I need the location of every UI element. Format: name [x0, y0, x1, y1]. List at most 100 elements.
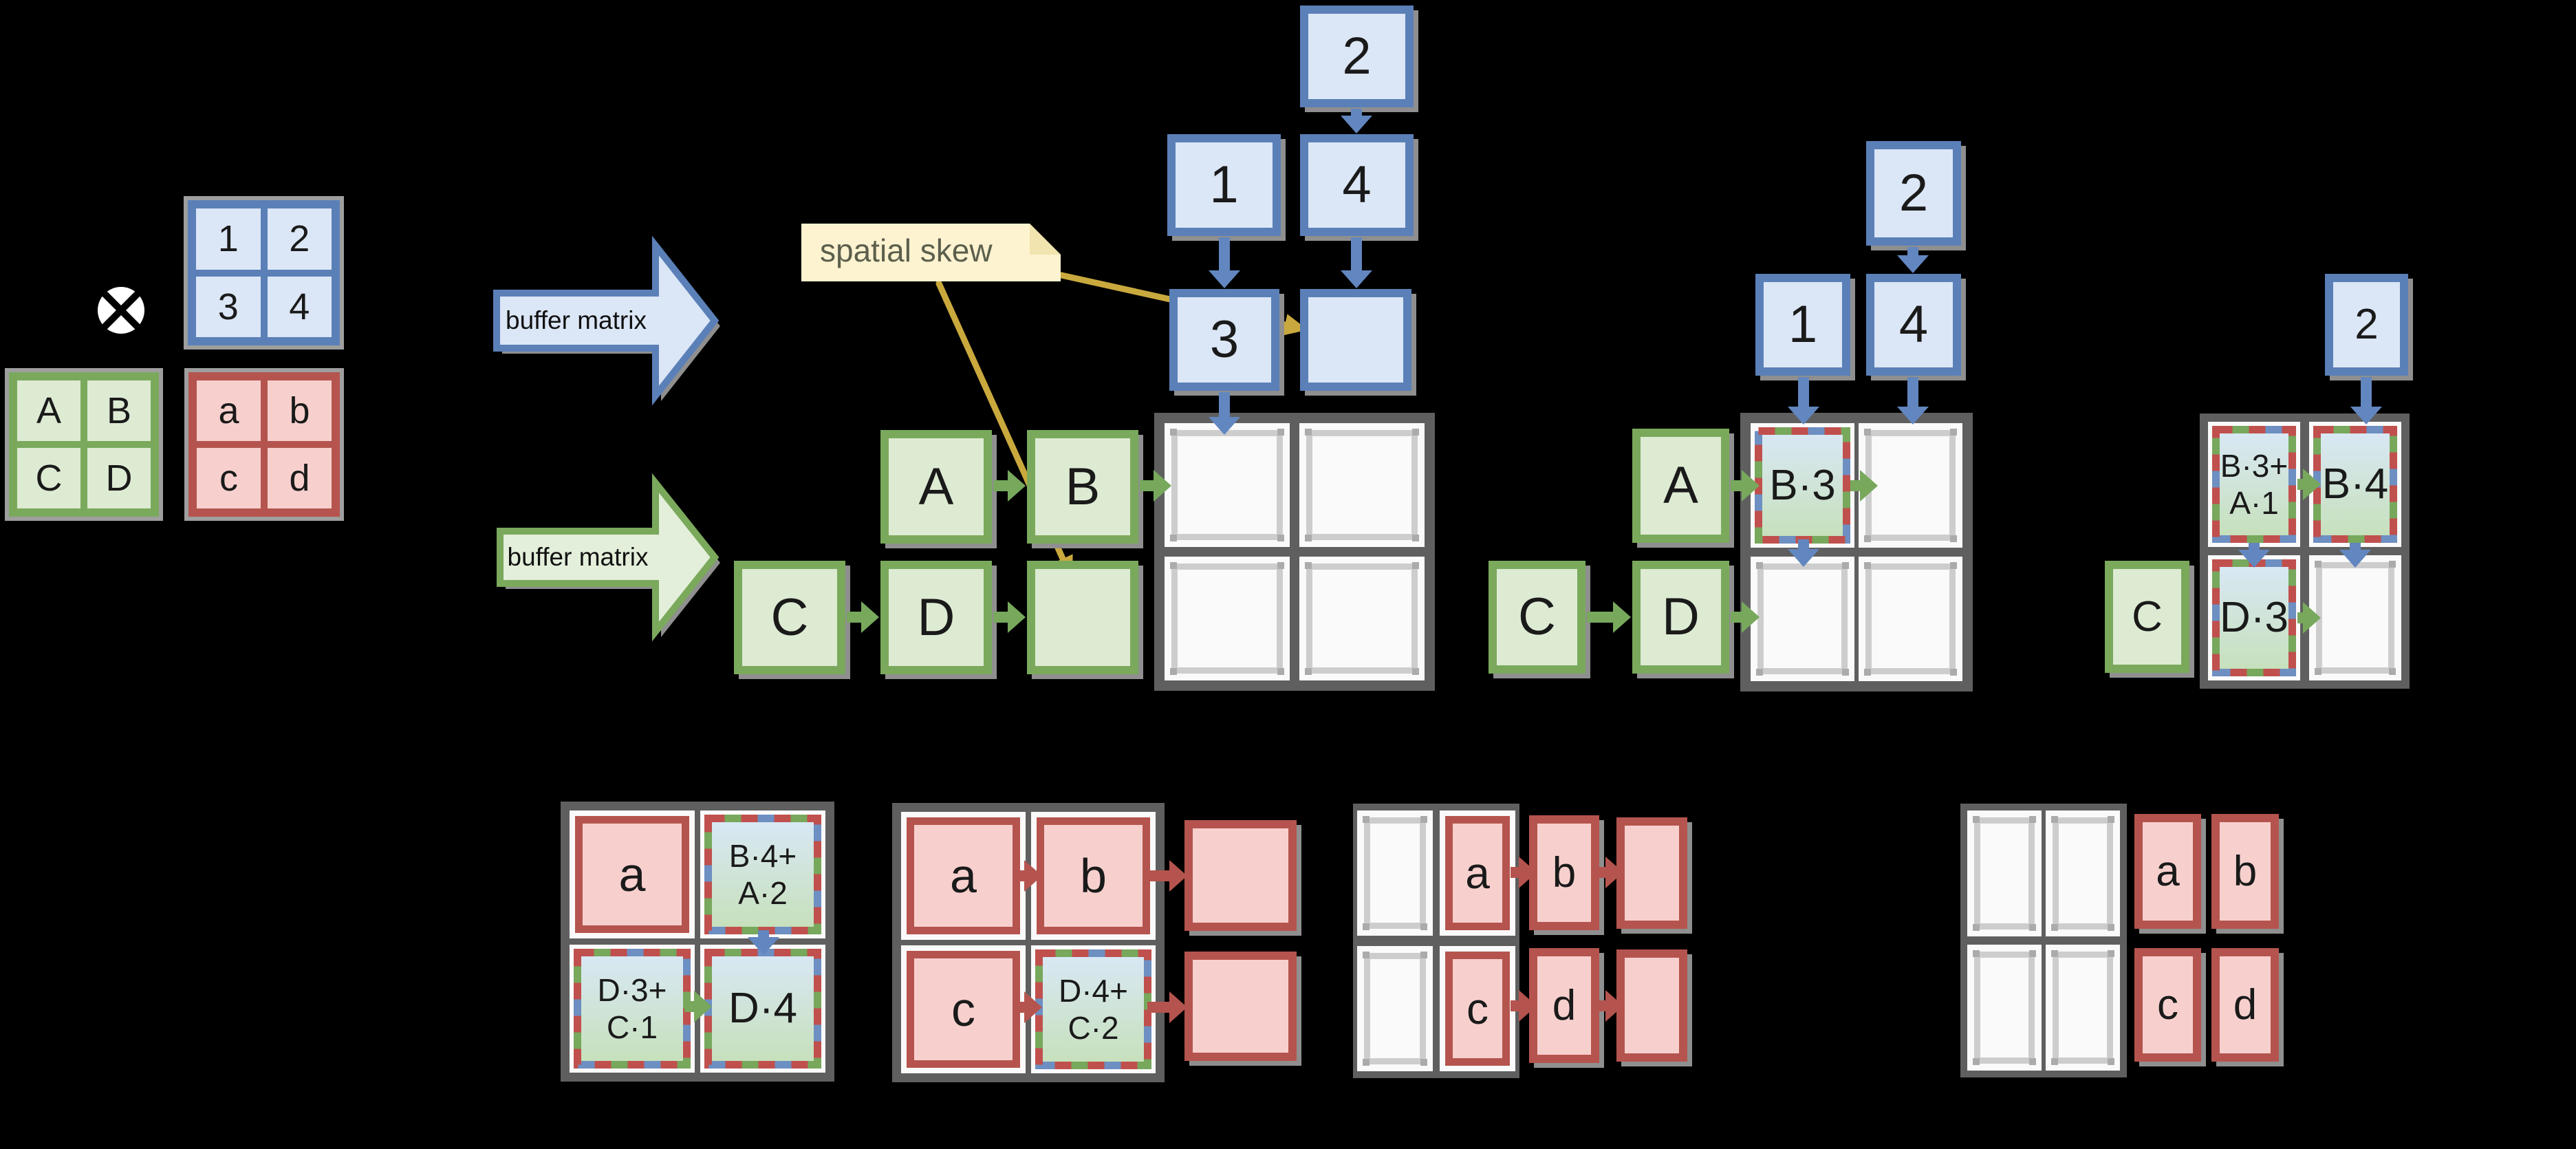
box-label: 2 [1342, 27, 1372, 85]
out-box-empty2-t5 [1184, 952, 1297, 1061]
pe-cell [1967, 945, 2042, 1071]
pe-cell [2046, 810, 2120, 936]
pe-corner-dot [1864, 535, 1871, 542]
pe-corner-dot [1973, 924, 1980, 931]
pe-corner-dot [2029, 950, 2036, 957]
box-label: 4 [1898, 295, 1929, 354]
pe-value-line: D·3+ [597, 971, 667, 1008]
flow-arrow-green-right [2297, 602, 2321, 634]
pe-cell-value: D·4 [700, 945, 825, 1073]
pe-corner-dot [1756, 669, 1763, 676]
matrix-cell: d [268, 448, 332, 508]
result-box-b: b [2211, 814, 2279, 929]
pe-corner-dot [1950, 669, 1957, 676]
box-label: D [917, 588, 955, 647]
flow-arrow-blue-down [748, 930, 779, 955]
pe-cell-value: a [1465, 848, 1490, 898]
box-label: C [2132, 592, 2163, 641]
pe-cell-inner-border [1974, 952, 2035, 1064]
pe-dashed-cell [2212, 426, 2296, 543]
pe-cell-value: c [951, 982, 975, 1036]
skew-box-2-t2: 2 [1866, 141, 1961, 246]
pe-cell-inner-border [1171, 563, 1283, 674]
pe-red-value-box: c [1445, 952, 1510, 1066]
pe-corner-dot [2051, 950, 2058, 957]
systolic-array-t7 [1960, 804, 2127, 1077]
pe-cell [1299, 557, 1425, 680]
pe-value-line: B·4 [2321, 460, 2389, 508]
pe-cell-value: c [1466, 984, 1489, 1033]
pe-cell-inner-border [1757, 563, 1848, 674]
pe-cell-value: D·4+C·2 [1031, 945, 1156, 1073]
flow-arrow-red-right [1511, 857, 1537, 888]
pe-corner-dot [1864, 562, 1871, 569]
pe-corner-dot [1973, 816, 1980, 823]
matrix-cell: a [197, 380, 261, 441]
pe-red-value-box: a [575, 816, 689, 933]
skew-box-1-t2: 1 [1755, 274, 1850, 376]
box-label: 1 [1788, 295, 1818, 354]
matrix-cell: 2 [267, 208, 332, 270]
pe-corner-dot [1973, 950, 1980, 957]
pe-dash-blue [704, 815, 821, 934]
buffer-matrix-label: buffer matrix [506, 306, 647, 334]
pe-dash-green [2212, 559, 2296, 676]
flow-arrow-blue-down [1788, 539, 1819, 567]
result-box-d: d [2211, 948, 2279, 1062]
pe-dash-red [2212, 426, 2296, 543]
matrix-cell: 3 [196, 276, 261, 337]
pe-cell [1299, 423, 1425, 547]
flow-arrow-green-right [993, 601, 1026, 633]
pe-corner-dot [2029, 924, 2036, 931]
pe-gradient-fill [1758, 431, 1847, 540]
box-label: d [1552, 981, 1577, 1029]
pe-corner-dot [1950, 535, 1957, 542]
flow-arrow-red-right [1017, 991, 1042, 1023]
pe-cell: a [901, 812, 1026, 940]
pe-corner-dot [1305, 562, 1312, 569]
pe-value-line: B·3 [1769, 461, 1836, 509]
pe-gradient-fill [708, 818, 818, 931]
pe-value-line: C·2 [1068, 1010, 1119, 1046]
pe-value-line: D·4+ [1059, 972, 1128, 1009]
pe-cell: B·3 [1751, 423, 1854, 548]
flow-arrow-red-right [1511, 990, 1537, 1022]
buffer-matrix-arrow-green [497, 473, 719, 642]
skew-box-empty-t1 [1300, 289, 1411, 391]
pe-corner-dot [2051, 924, 2058, 931]
pe-corner-dot [2029, 816, 2036, 823]
pe-cell-value: D·3 [2208, 555, 2300, 680]
pe-corner-dot [2315, 561, 2321, 568]
pe-cell [1751, 557, 1854, 681]
pe-cell-value: D·3+C·1 [570, 945, 695, 1073]
pe-gradient-fill [2317, 429, 2394, 539]
pe-cell-value: b [1080, 849, 1107, 903]
pe-corner-dot [1420, 923, 1427, 930]
flow-arrow-green-right [847, 601, 879, 633]
pe-cell: B·4+A·2 [700, 810, 825, 938]
flow-arrow-blue-down [1209, 237, 1240, 288]
pe-corner-dot [1305, 429, 1312, 436]
flow-arrow-green-right [2297, 469, 2321, 500]
pe-corner-dot [1305, 535, 1312, 541]
pe-cell-value: a [618, 848, 646, 901]
box-label: b [1552, 848, 1577, 896]
box-label: A [1663, 456, 1698, 515]
pe-corner-dot [1412, 535, 1419, 541]
box-label: 2 [2355, 301, 2379, 348]
skew-box-2-t3: 2 [2325, 274, 2408, 376]
pe-corner-dot [1842, 562, 1849, 569]
pe-gradient-fill [2216, 429, 2293, 539]
systolic-array-t1 [1154, 413, 1435, 691]
matrix-cell: 4 [267, 276, 332, 337]
skew-box-2-t1: 2 [1300, 6, 1414, 107]
pe-value-line: D·4 [728, 985, 797, 1033]
pe-corner-dot [1420, 952, 1427, 958]
flow-arrow-blue-down [1788, 377, 1819, 425]
pe-corner-dot [1170, 562, 1177, 569]
green-box-C-t1: C [734, 561, 845, 674]
